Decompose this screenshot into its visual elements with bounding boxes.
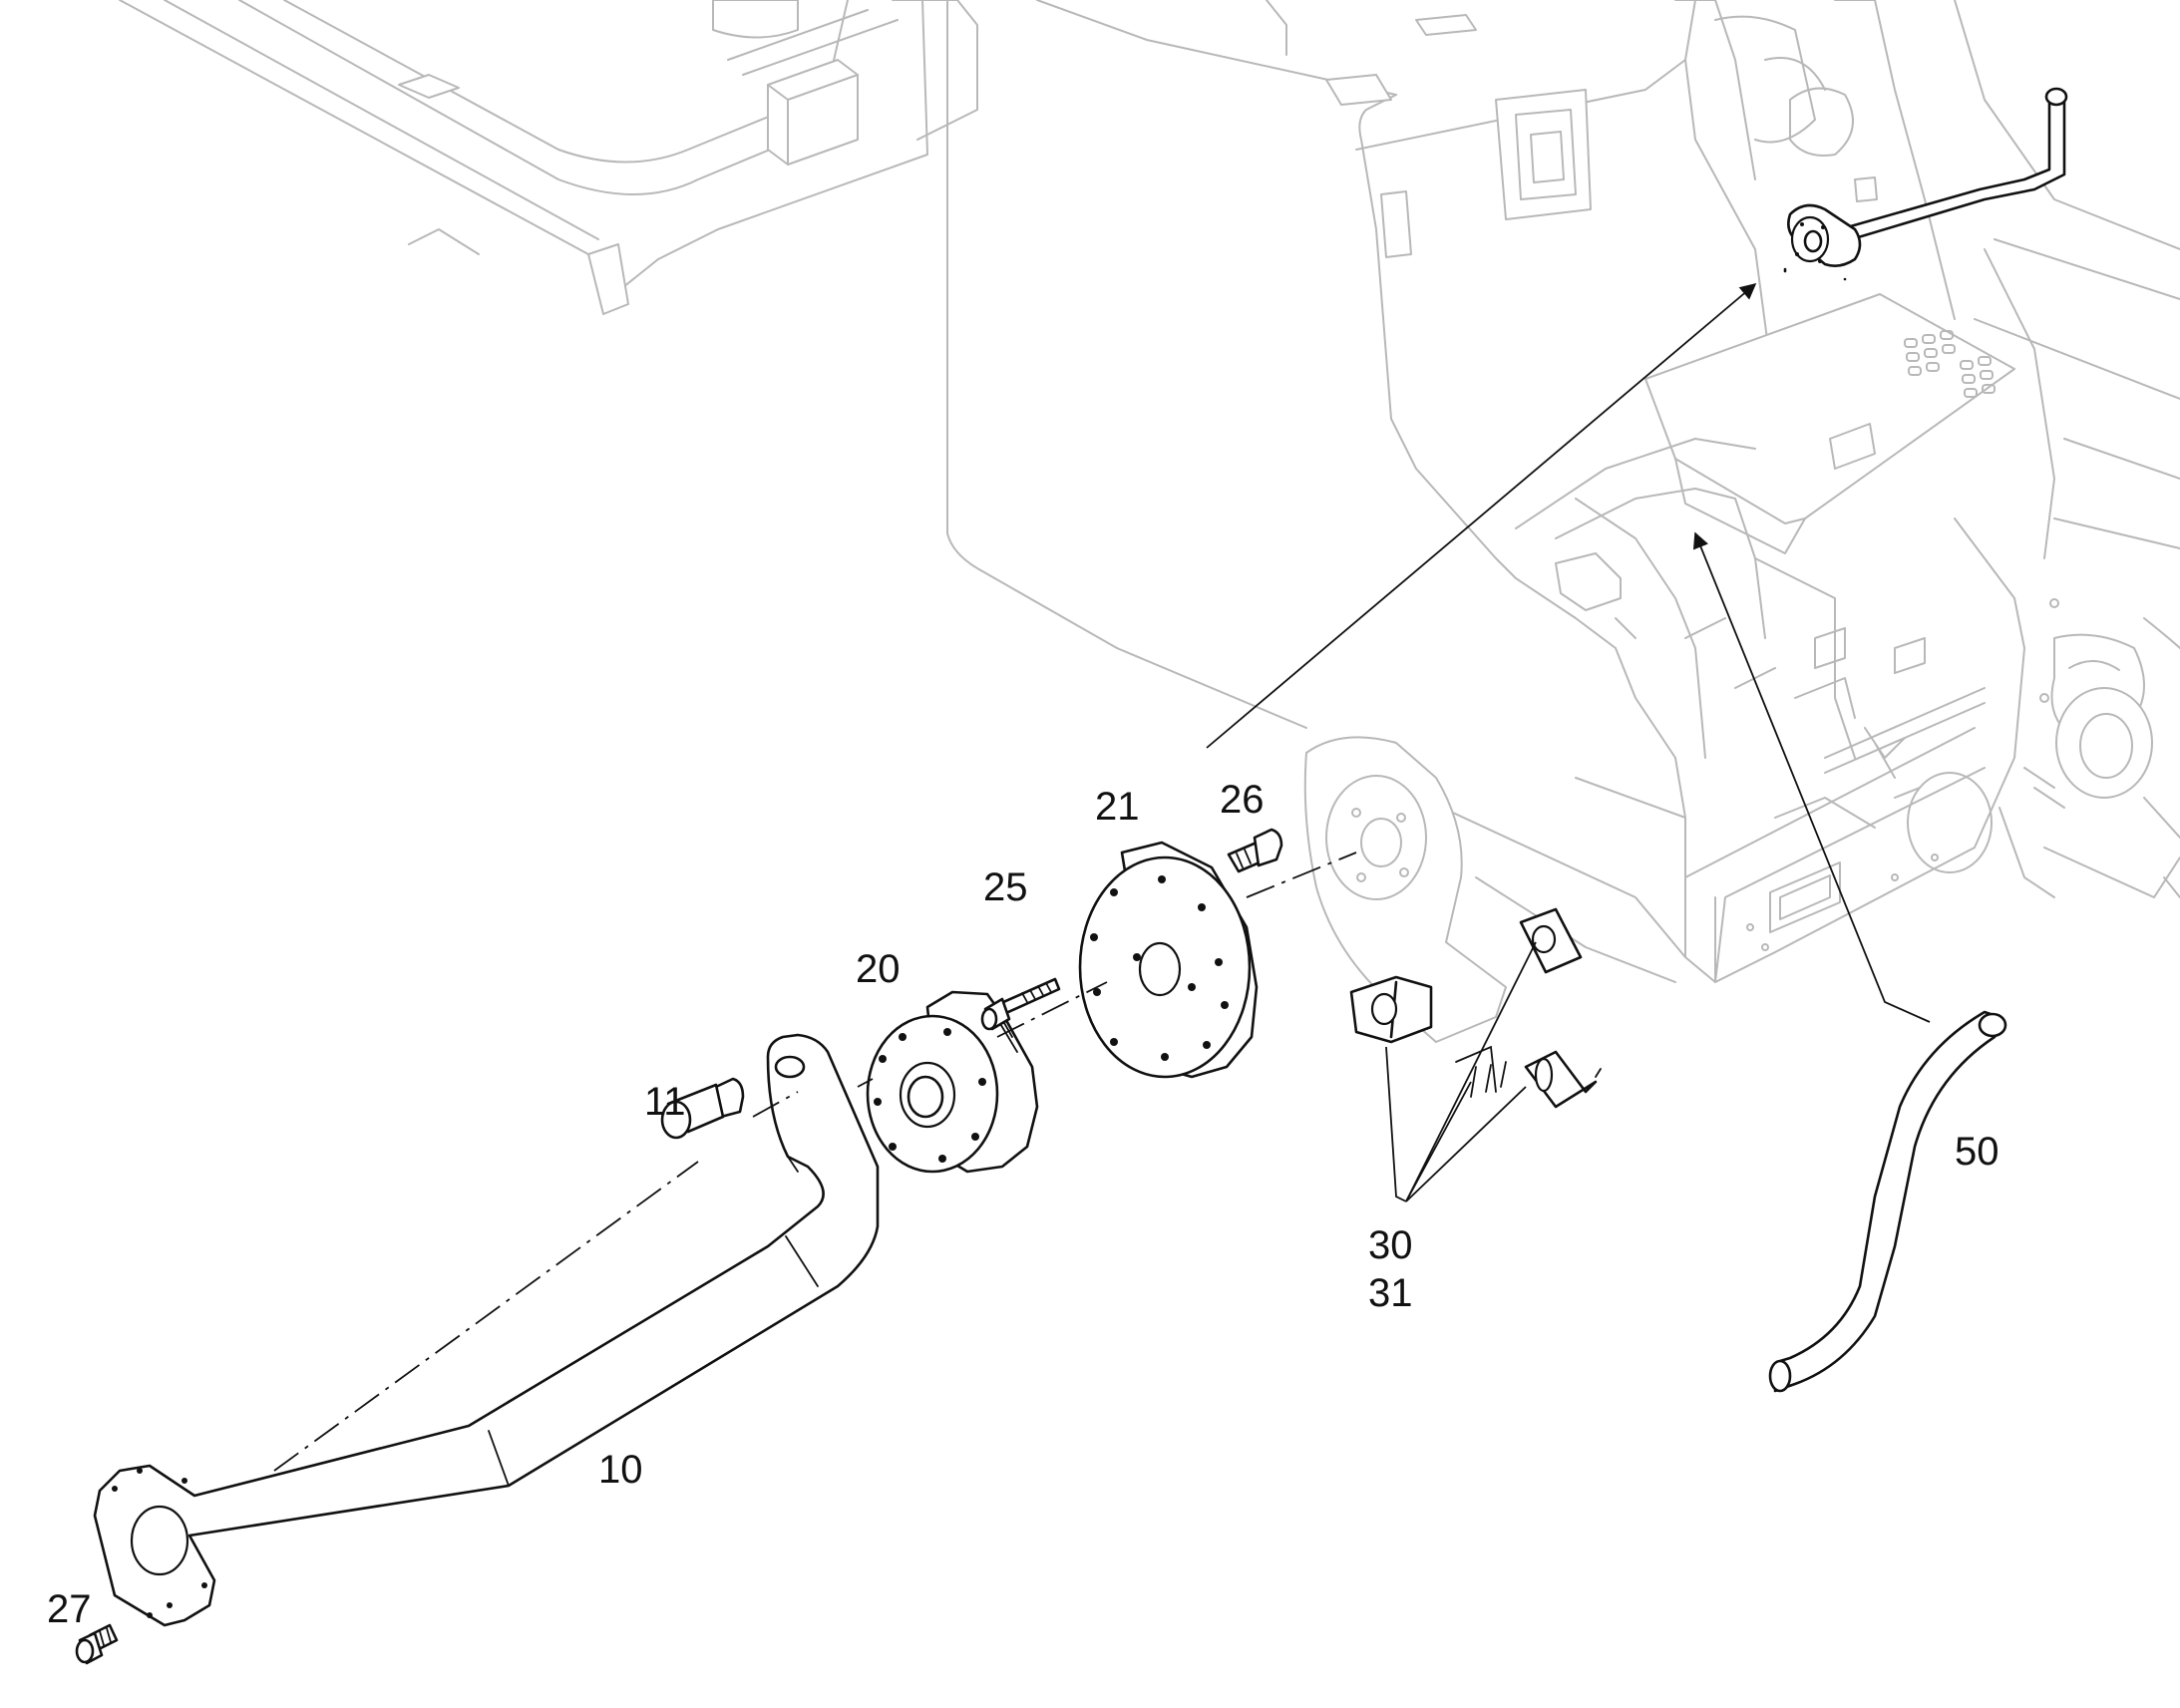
plate-hole-pattern [1904,330,1996,398]
part-27-screw [75,1623,119,1665]
bearing-block-outline [1303,736,1507,1043]
lower-block-outline [1495,438,2025,983]
tube-installed [1783,87,2068,281]
part-26-bolt [1227,828,1283,873]
part-25-bolt [980,977,1061,1031]
callout-leaders [1385,941,1537,1202]
callout-20: 20 [856,947,901,991]
part-10-lever-arm [93,1033,880,1627]
right-frame-outline [1954,0,2180,898]
spacer-plates [1349,907,1602,1109]
callout-labels: 10 11 20 21 25 26 27 30 31 50 [47,778,1999,1631]
part-21-plate [1078,841,1259,1079]
callout-11: 11 [644,1080,686,1124]
part-11-pin [660,1077,745,1140]
lower-beam-outline [1116,647,1686,983]
part-50-tube [1768,1010,2007,1393]
callout-26: 26 [1220,778,1265,822]
callout-27: 27 [47,1587,92,1631]
assembly-arrows [1206,282,1931,1023]
background-assembly [119,0,2180,1109]
part-20-hub [866,990,1039,1174]
callout-31: 31 [1368,1271,1413,1315]
upper-frame-outline [119,0,978,315]
callout-50: 50 [1955,1130,1999,1174]
cover-plate-outline [1644,293,2015,554]
callout-30: 30 [1368,1223,1413,1267]
callout-25: 25 [983,865,1028,909]
assembly-axis-lines [273,852,1357,1472]
callout-21: 21 [1095,785,1140,829]
chassis-block-outline [946,0,1956,649]
callout-10: 10 [598,1448,643,1492]
